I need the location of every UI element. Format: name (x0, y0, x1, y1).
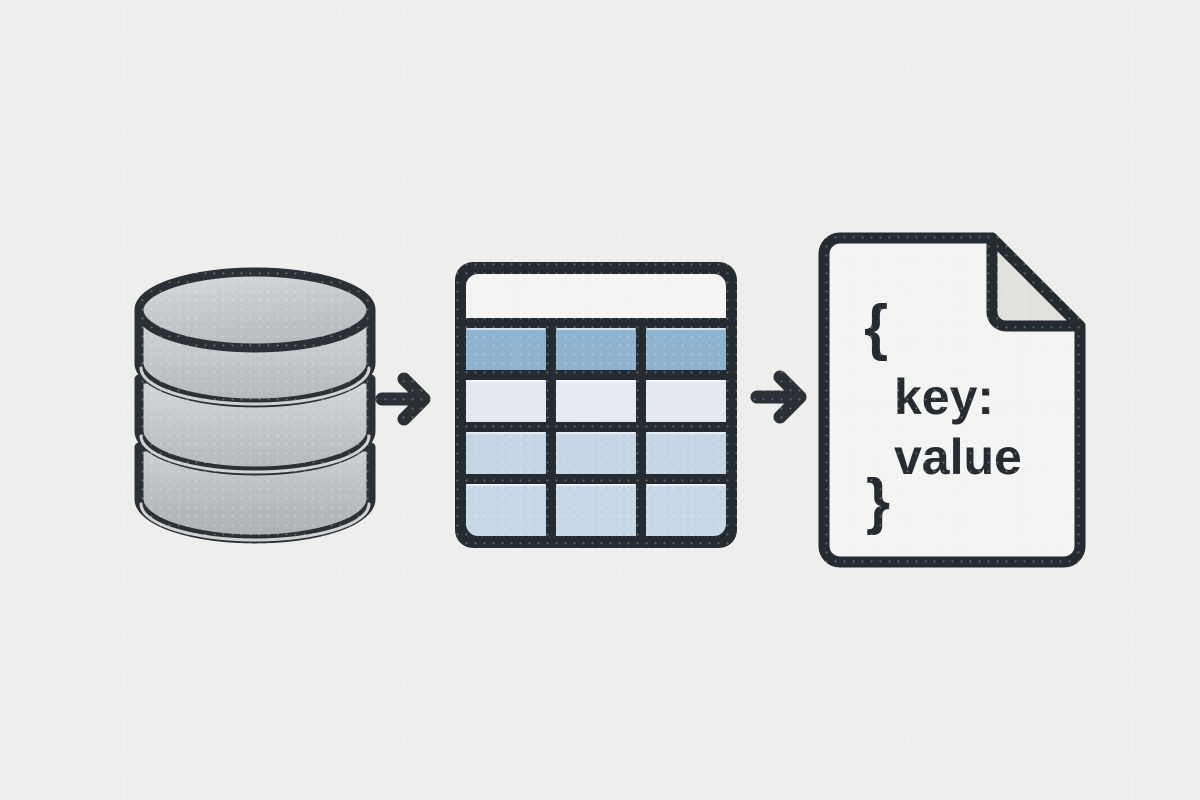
table-cell (646, 380, 726, 422)
table-cell (646, 432, 726, 474)
arrow-right-icon (749, 366, 811, 428)
json-open-brace: { (864, 293, 888, 362)
arrow-right-icon (374, 368, 434, 430)
json-close-brace: } (866, 467, 890, 536)
database-top-cap (134, 267, 376, 353)
table-icon[interactable] (444, 250, 748, 560)
database-icon[interactable] (118, 252, 386, 554)
table-row (466, 432, 726, 474)
table-row (466, 328, 726, 370)
table-row (466, 484, 726, 536)
table-cell (466, 484, 546, 536)
table-cell (646, 484, 726, 536)
table-cell (466, 380, 546, 422)
table-cell (466, 328, 546, 370)
json-key: key: (894, 369, 994, 425)
database-highlight-3 (139, 502, 371, 542)
table-header-bar (466, 274, 726, 318)
table-cell (466, 432, 546, 474)
document-fold-corner (986, 232, 1086, 332)
table-cell (646, 328, 726, 370)
table-cell (556, 380, 636, 422)
json-value: value (894, 429, 1022, 485)
database-highlight-2 (139, 434, 371, 474)
table-cell (556, 328, 636, 370)
database-highlight-1 (139, 366, 371, 406)
table-cell (556, 432, 636, 474)
json-file-icon[interactable]: { key: value } (810, 226, 1094, 576)
table-row (466, 380, 726, 422)
table-cell (556, 484, 636, 536)
